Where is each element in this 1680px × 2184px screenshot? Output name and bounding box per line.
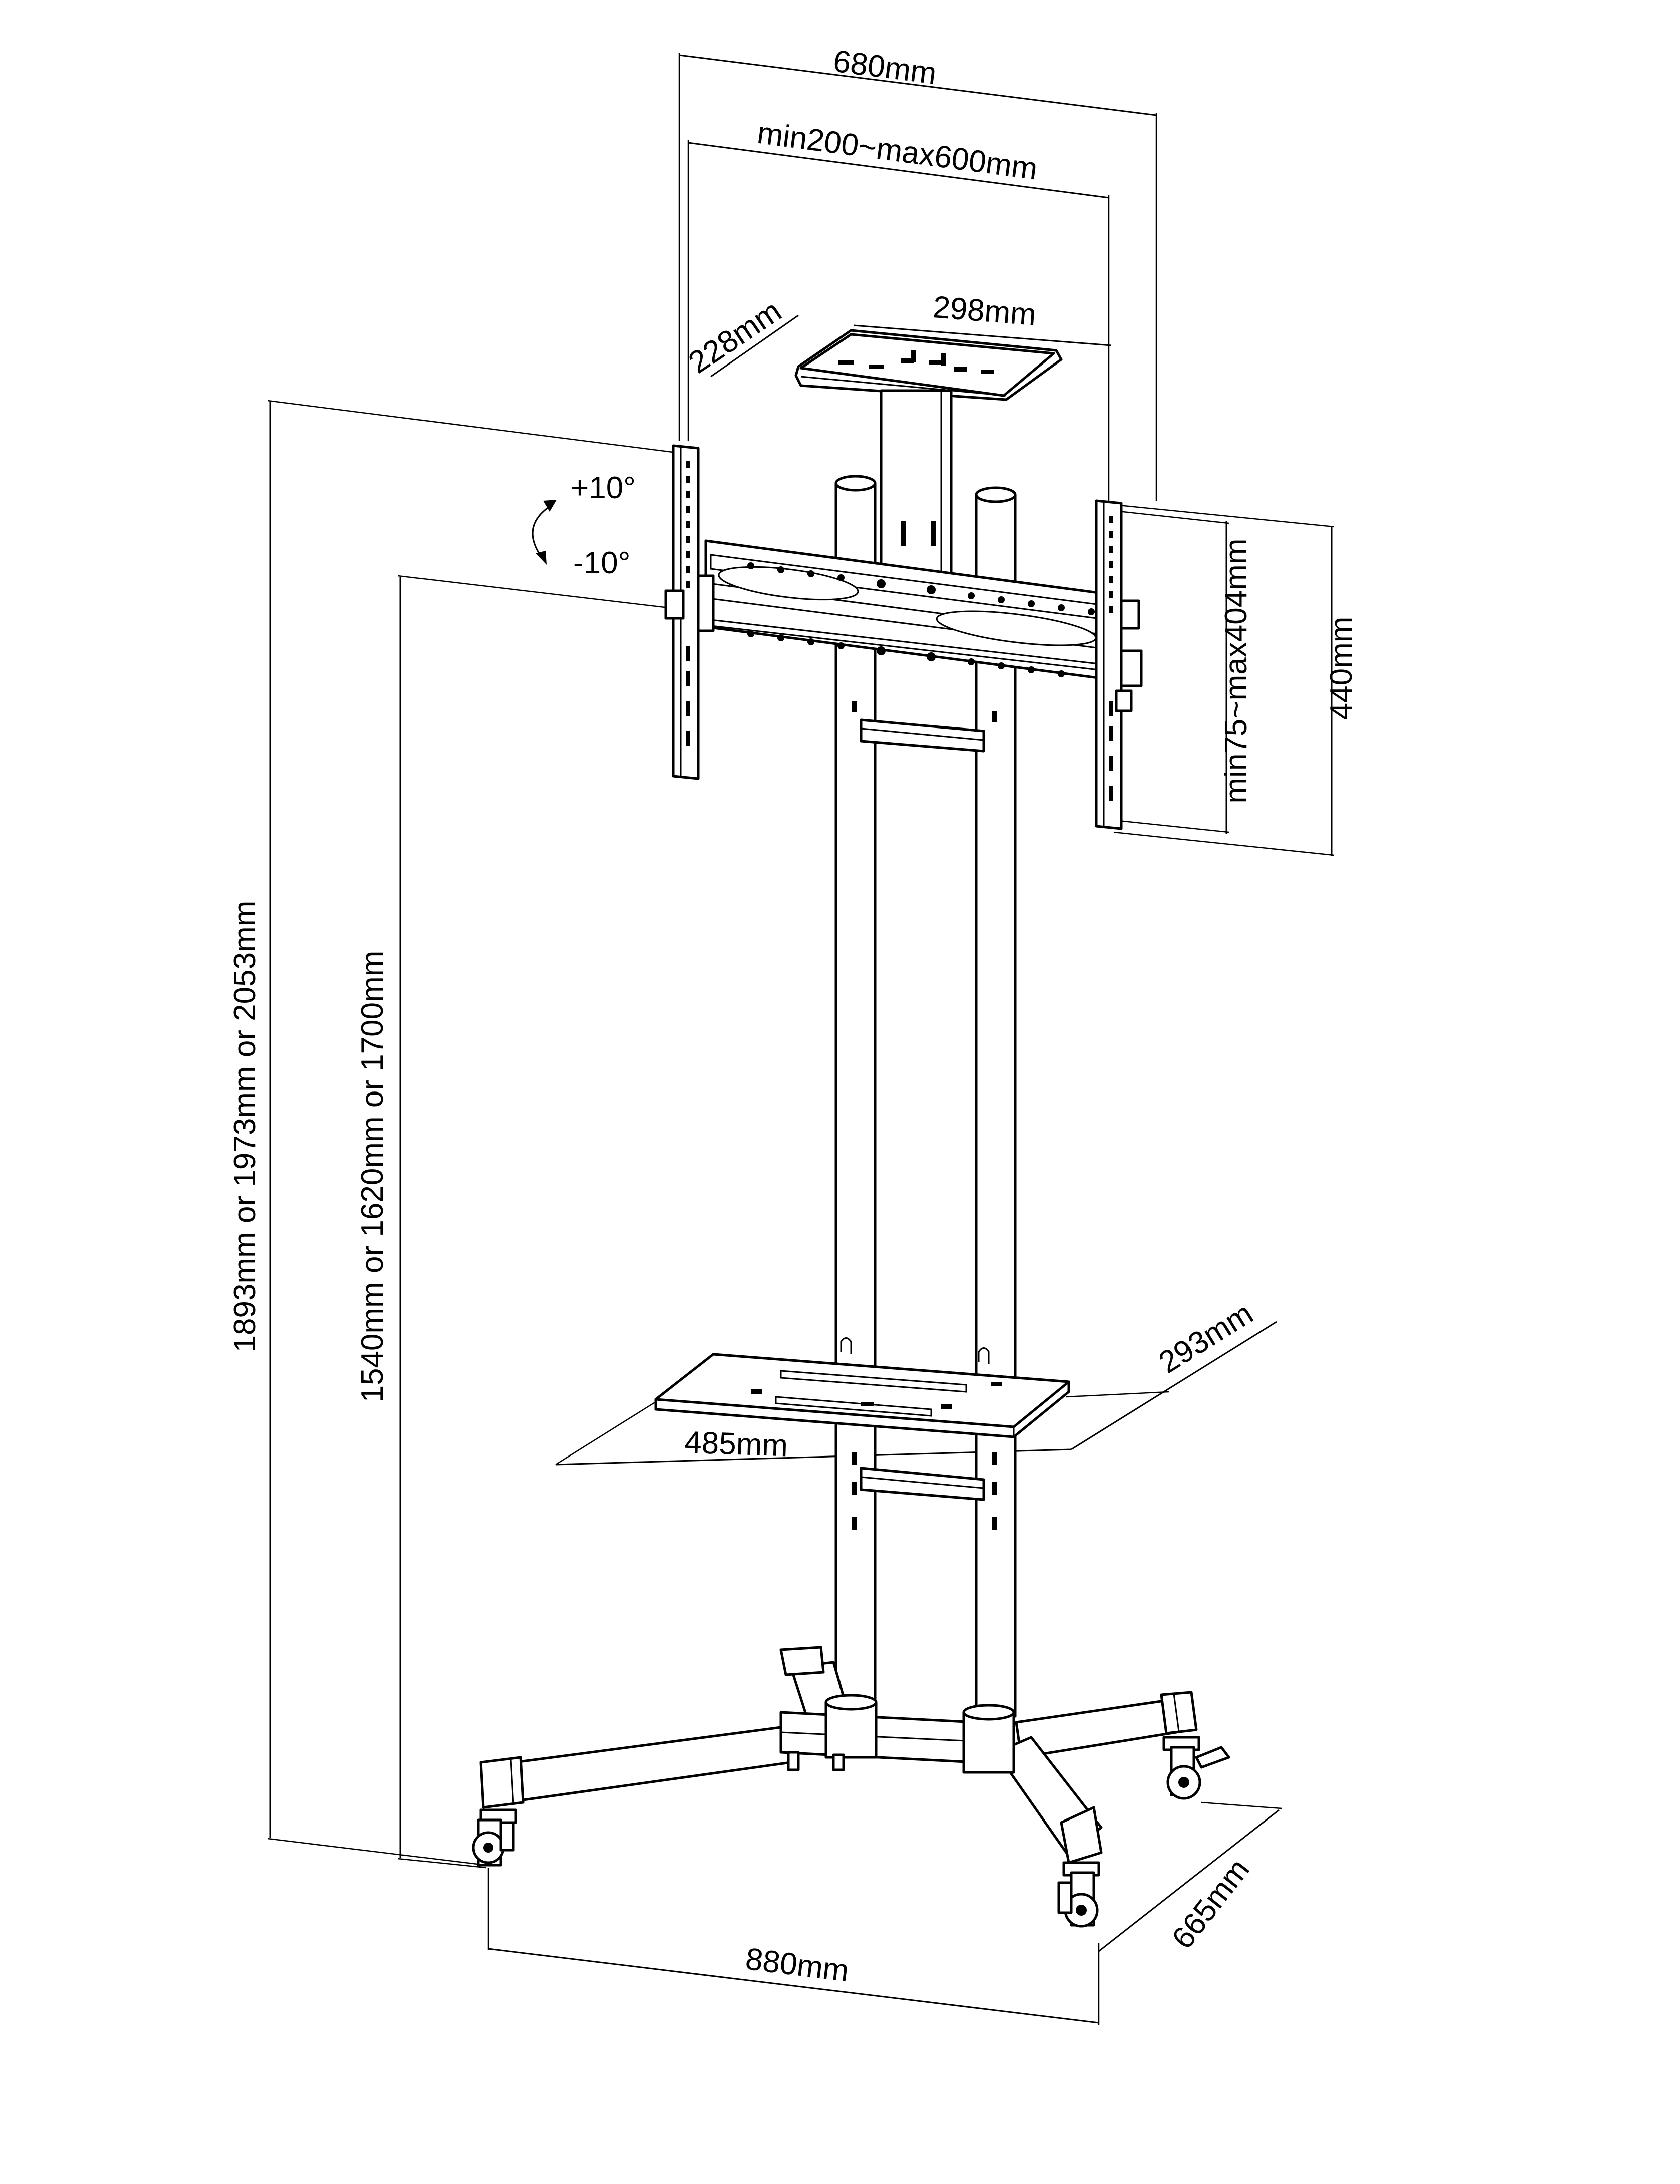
tilt-arrow-head-up <box>543 500 557 512</box>
tv-mounting-bracket <box>664 444 1143 830</box>
top-camera-shelf <box>794 329 1063 582</box>
dim-vesa-width: min200~max600mm <box>755 116 1040 187</box>
lower-shelf <box>654 1337 1070 1438</box>
dim-base-depth: 665mm <box>1165 1853 1256 1955</box>
dim-top-shelf-width: 298mm <box>932 290 1038 332</box>
tilt-arrow-head-down <box>536 551 547 565</box>
tilt-arc-arrow <box>532 505 551 556</box>
upright-poles <box>834 475 1017 1718</box>
dim-bracket-height: 440mm <box>1324 617 1359 720</box>
dim-lower-shelf-depth: 293mm <box>1153 1296 1259 1380</box>
dim-total-height: 1893mm or 1973mm or 2053mm <box>228 901 262 1353</box>
dim-lower-shelf-width: 485mm <box>684 1425 788 1463</box>
caster-wheels <box>472 1736 1230 1928</box>
dim-top-shelf-depth: 228mm <box>683 294 788 381</box>
dim-center-height: 1540mm or 1620mm or 1700mm <box>355 951 390 1403</box>
tilt-up-label: +10° <box>571 471 636 505</box>
dim-overall-width: 680mm <box>831 44 939 91</box>
tilt-down-label: -10° <box>573 546 630 580</box>
rolling-base <box>479 1646 1198 1864</box>
dim-vesa-height: min75~max404mm <box>1219 539 1253 804</box>
